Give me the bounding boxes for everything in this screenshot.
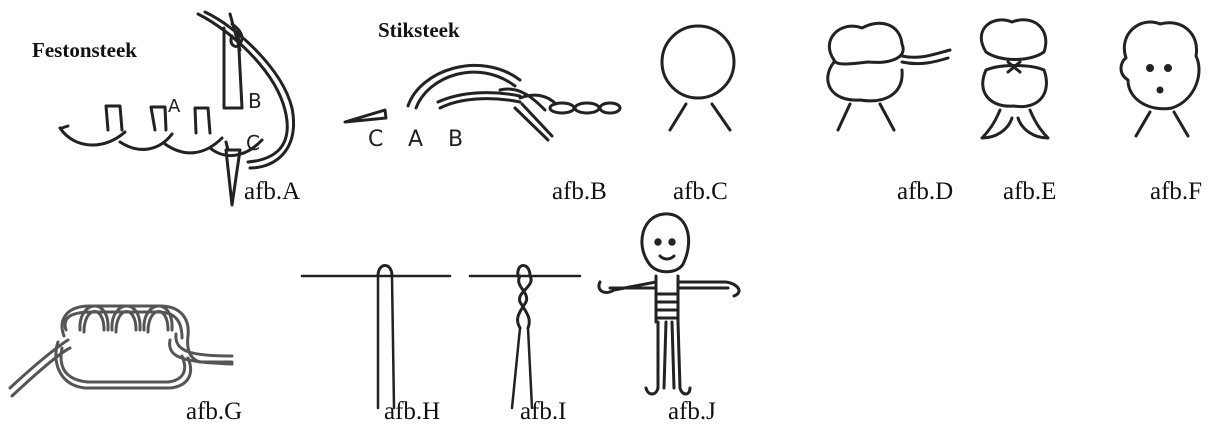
title-stiksteek: Stiksteek [378, 18, 460, 42]
doll-figure-drawing [597, 212, 741, 396]
back-stitch-drawing [343, 64, 622, 142]
label-a-festonsteek: A [168, 96, 181, 117]
frame-h-drawing [300, 264, 452, 410]
head-c-drawing [660, 24, 736, 132]
caption-afb-i: afb.I [520, 398, 567, 425]
caption-afb-f: afb.F [1150, 178, 1203, 205]
label-c-festonsteek: C [246, 131, 260, 155]
head-d-drawing [826, 21, 952, 132]
title-festonsteek: Festonsteek [32, 38, 137, 62]
label-c-stiksteek: C [368, 127, 383, 152]
label-b-festonsteek: B [248, 89, 262, 113]
label-b-stiksteek: B [448, 127, 463, 152]
caption-afb-a: afb.A [244, 178, 301, 205]
wound-thread-drawing [8, 304, 234, 398]
head-f-drawing [1119, 20, 1201, 138]
caption-afb-g: afb.G [186, 398, 243, 425]
caption-afb-d: afb.D [897, 178, 954, 205]
label-a-stiksteek: A [408, 127, 423, 152]
caption-afb-j: afb.J [668, 398, 716, 425]
head-e-drawing [979, 18, 1050, 140]
caption-afb-b: afb.B [552, 178, 607, 205]
caption-afb-h: afb.H [384, 398, 441, 425]
caption-afb-e: afb.E [1003, 178, 1057, 205]
blanket-stitch-drawing [58, 10, 295, 207]
frame-i-drawing [468, 264, 582, 410]
caption-afb-c: afb.C [673, 178, 728, 205]
